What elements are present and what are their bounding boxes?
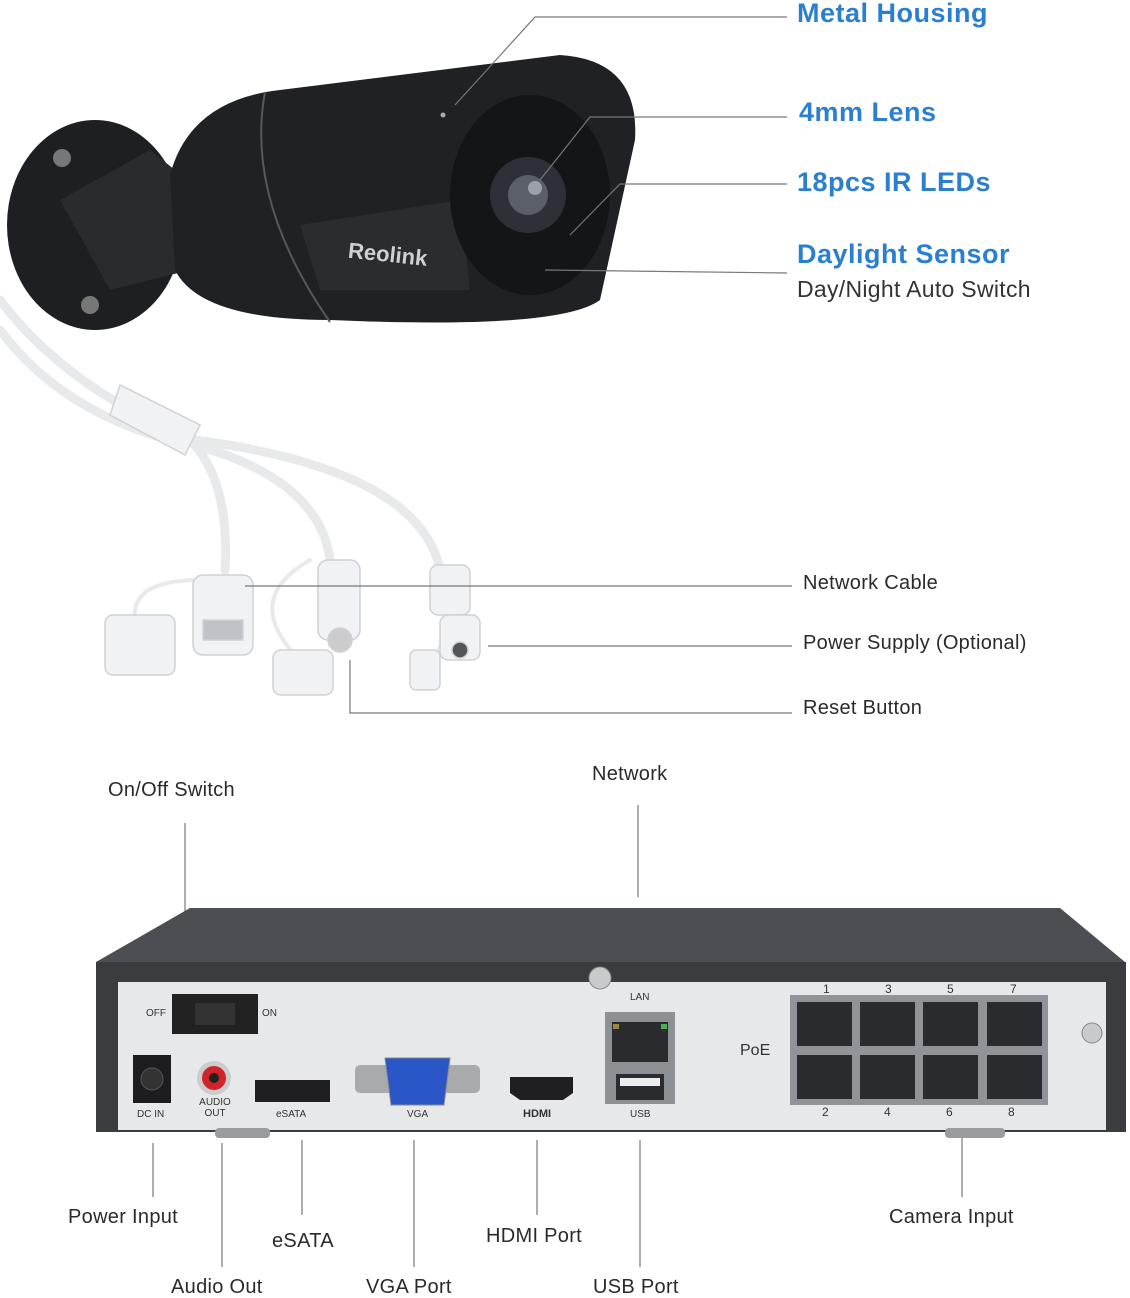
panel-off-label: OFF	[146, 1008, 166, 1019]
callout-esata: eSATA	[272, 1230, 334, 1252]
port-number: 6	[946, 1105, 953, 1119]
callout-camera-input: Camera Input	[889, 1206, 1014, 1228]
callout-power-supply: Power Supply (Optional)	[803, 632, 1027, 654]
callout-network-cable: Network Cable	[803, 572, 939, 594]
callout-on-off-switch: On/Off Switch	[108, 779, 235, 801]
panel-hdmi-label: HDMI	[523, 1108, 552, 1120]
callout-hdmi-port: HDMI Port	[486, 1225, 583, 1247]
callout-power-input: Power Input	[68, 1206, 179, 1228]
callout-daylight-sensor-sub: Day/Night Auto Switch	[797, 276, 1031, 302]
callout-ir-leds: 18pcs IR LEDs	[797, 167, 992, 197]
panel-lan-label: LAN	[630, 992, 650, 1003]
panel-poe-label: PoE	[740, 1042, 771, 1059]
callout-4mm-lens: 4mm Lens	[799, 97, 937, 127]
port-number: 2	[822, 1105, 829, 1119]
callout-vga-port: VGA Port	[366, 1276, 452, 1298]
port-number: 3	[885, 982, 892, 996]
callout-daylight-sensor: Daylight Sensor	[797, 239, 1011, 269]
callout-audio-out: Audio Out	[171, 1276, 263, 1298]
panel-usb-label: USB	[630, 1109, 651, 1120]
panel-on-label: ON	[262, 1008, 277, 1019]
callout-usb-port: USB Port	[593, 1276, 679, 1298]
port-number: 5	[947, 982, 954, 996]
panel-esata-label: eSATA	[276, 1109, 307, 1120]
cable-connectors	[104, 383, 481, 696]
port-number: 8	[1008, 1105, 1015, 1119]
panel-audio-out-label: AUDIO OUT	[199, 1097, 231, 1119]
leader-lines	[152, 16, 963, 1267]
panel-dc-in-label: DC IN	[137, 1109, 165, 1120]
port-number: 1	[823, 982, 830, 996]
port-number: 4	[884, 1105, 891, 1119]
camera-body: Reolink	[170, 55, 636, 323]
callout-metal-housing: Metal Housing	[797, 0, 989, 28]
nvr-device	[96, 908, 1126, 1138]
camera-mount	[7, 120, 200, 330]
panel-vga-label: VGA	[407, 1109, 429, 1120]
callout-network: Network	[592, 763, 668, 785]
callout-reset-button: Reset Button	[803, 697, 923, 719]
port-number: 7	[1010, 982, 1017, 996]
